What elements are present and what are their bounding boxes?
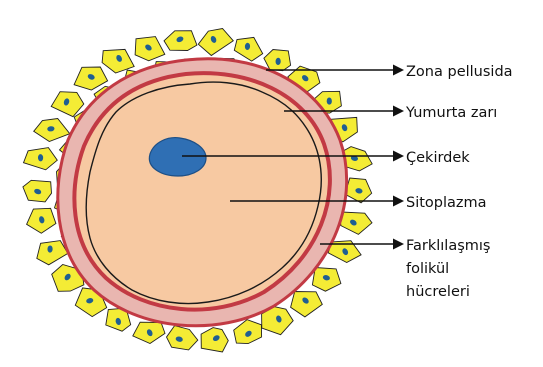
label-cytoplasm: Sitoplazma <box>406 195 487 211</box>
label-follicle-cells-line3: hücreleri <box>406 284 470 300</box>
label-follicle-cells-line1: Farklılaşmış <box>406 238 491 254</box>
label-egg-membrane: Yumurta zarı <box>405 105 497 121</box>
follicle-cell <box>37 241 68 265</box>
follicle-cell <box>167 326 198 350</box>
label-zona-pellucida: Zona pellusida <box>406 64 513 80</box>
follicle-cell <box>102 49 134 73</box>
follicle-cell <box>291 292 323 317</box>
label-follicle-cells-line2: folikül <box>406 261 449 277</box>
label-nucleus: Çekirdek <box>406 150 470 166</box>
